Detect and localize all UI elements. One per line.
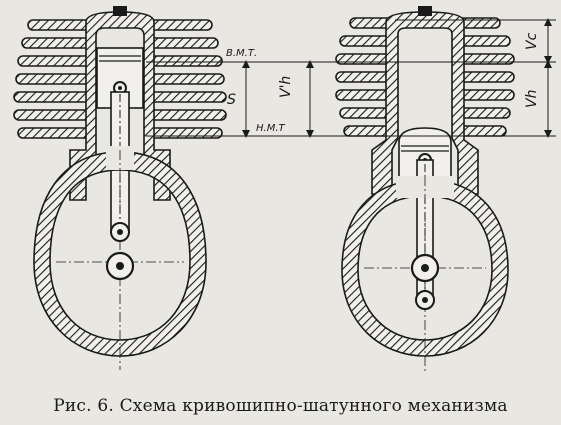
left-engine [13, 6, 227, 370]
vc-label: Vc [524, 32, 540, 50]
bdc-label: Н.М.Т [256, 123, 286, 134]
vh-prime-label: V'h [278, 76, 294, 98]
tdc-label: В.М.Т. [226, 48, 257, 59]
vh-label: Vh [524, 90, 540, 108]
right-spark-plug [418, 6, 432, 16]
figure-caption: Рис. 6. Схема кривошипно-шатунного механ… [53, 396, 508, 416]
right-engine [335, 6, 515, 372]
dimension-lines [146, 18, 556, 138]
spark-plug [113, 6, 127, 16]
stroke-label: S [227, 92, 236, 108]
right-cylinder-fins [335, 17, 515, 137]
